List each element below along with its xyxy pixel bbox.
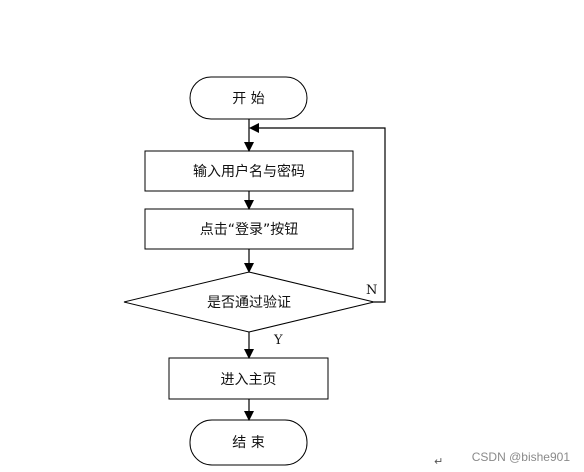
click-login-label: 点击“登录”按钮 xyxy=(200,222,299,238)
input-credentials-label: 输入用户名与密码 xyxy=(193,163,305,180)
verify-decision-label: 是否通过验证 xyxy=(207,295,291,311)
input-credentials-node: 输入用户名与密码 xyxy=(144,150,354,192)
start-node: 开 始 xyxy=(189,76,308,120)
return-mark: ↵ xyxy=(434,455,444,468)
verify-decision-node: 是否通过验证 xyxy=(123,271,375,333)
click-login-node: 点击“登录”按钮 xyxy=(144,208,354,250)
no-branch-label: N xyxy=(366,283,377,298)
arrow-loop-back-no xyxy=(249,123,386,303)
yes-branch-label: Y xyxy=(273,333,283,348)
end-node: 结 束 xyxy=(189,419,308,466)
start-label: 开 始 xyxy=(232,91,264,107)
enter-home-label: 进入主页 xyxy=(221,372,277,388)
watermark: CSDN @bishe901 xyxy=(471,450,570,464)
enter-home-node: 进入主页 xyxy=(168,357,329,400)
end-label: 结 束 xyxy=(232,435,264,451)
